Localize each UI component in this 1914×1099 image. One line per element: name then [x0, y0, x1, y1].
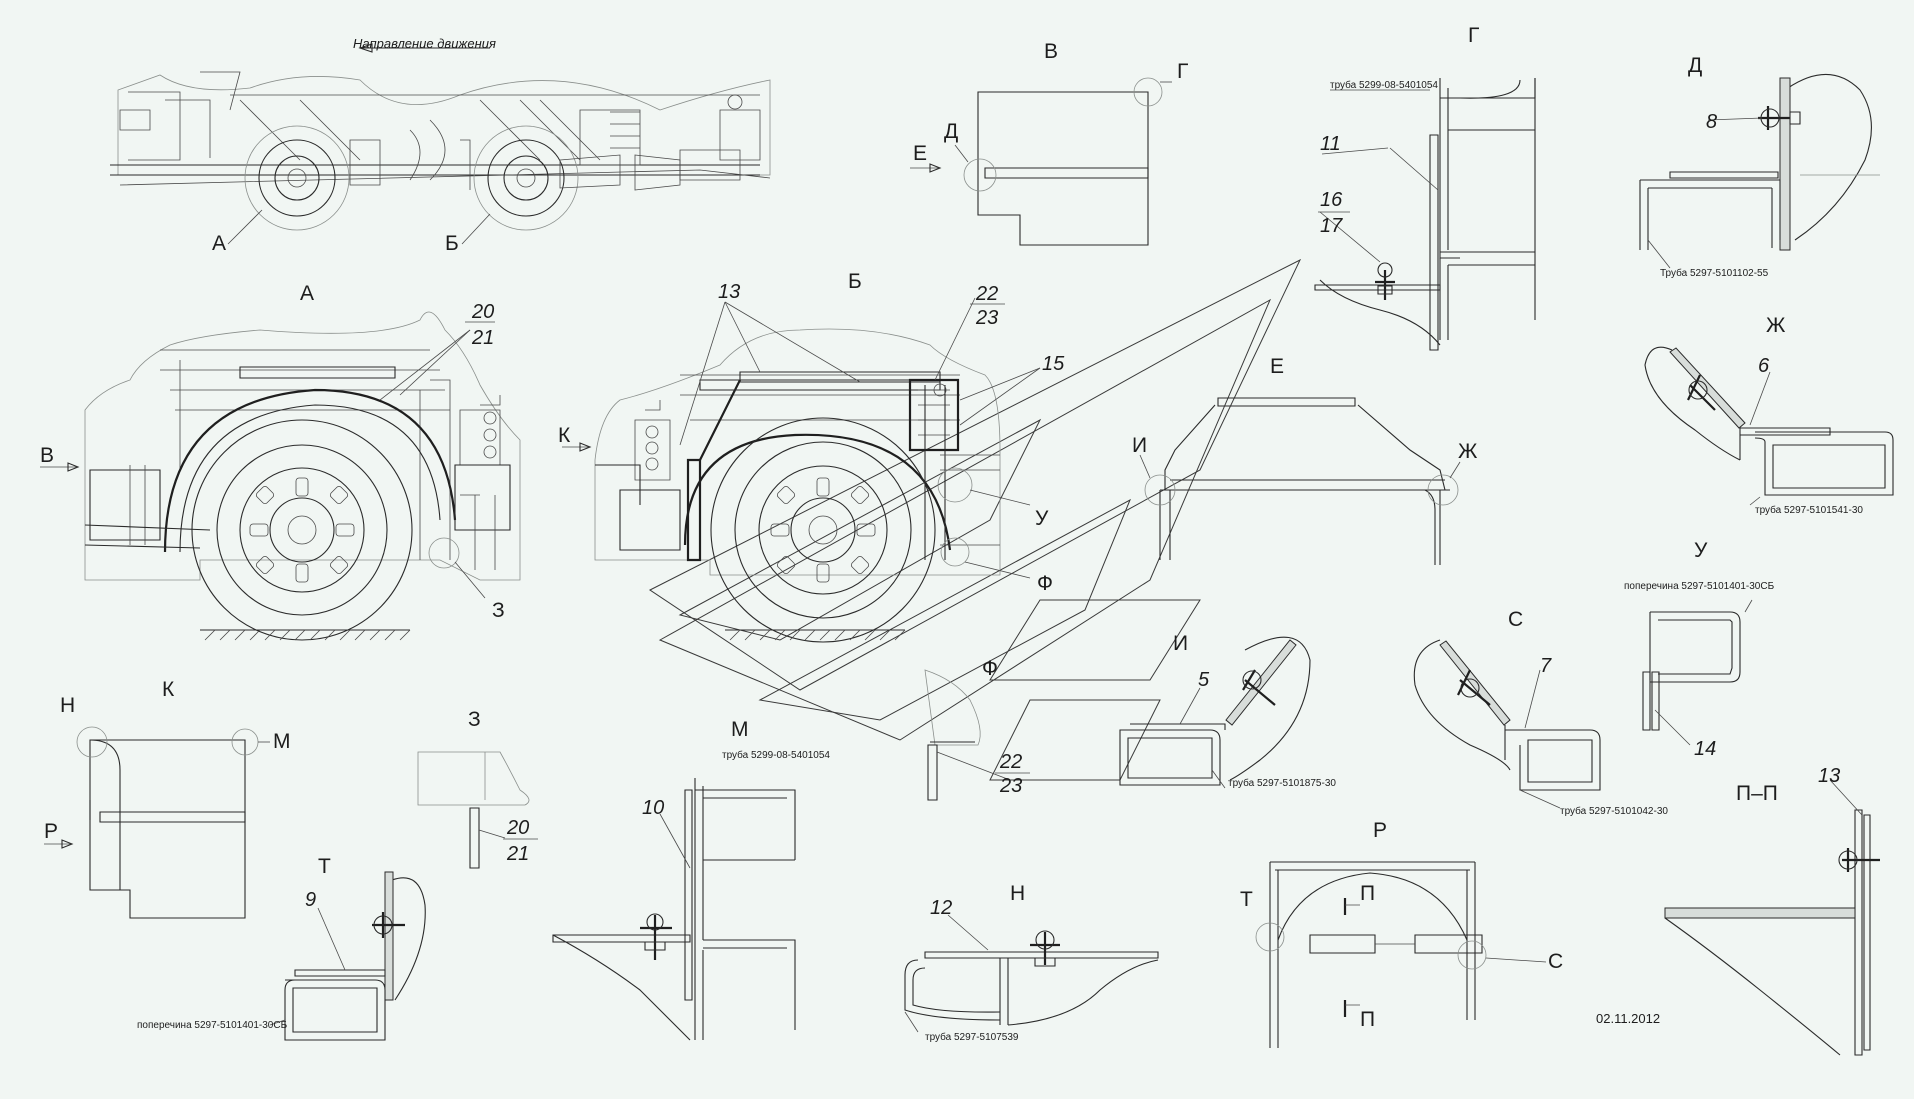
part-20-view-A: 20	[471, 301, 494, 323]
view-Z-title: З	[468, 708, 481, 731]
part-15-view-B: 15	[1042, 353, 1065, 375]
view-M-title: М	[731, 718, 749, 741]
view-K: К Н М Р	[44, 678, 291, 919]
label-B-callout: Б	[445, 232, 459, 255]
part-22-view-F: 22	[999, 751, 1022, 773]
part-20-view-Z: 20	[506, 817, 529, 839]
label-F-callout: Ф	[1037, 572, 1053, 595]
label-T-callout: Т	[1240, 888, 1253, 911]
part-7: 7	[1540, 655, 1552, 677]
view-F-title: Ф	[982, 657, 998, 680]
view-G-title: Г	[1468, 24, 1479, 47]
note-i-pipe: труба 5297-5101875-30	[1228, 777, 1336, 789]
view-E-title: Е	[1270, 355, 1284, 378]
note-u-cross: поперечина 5297-5101401-30СБ	[1624, 581, 1775, 592]
part-13-view-B: 13	[718, 281, 740, 303]
part-10: 10	[642, 797, 664, 819]
label-Zh-callout: Ж	[1458, 440, 1478, 463]
view-Zh-title: Ж	[1766, 314, 1786, 337]
view-I: И 5 труба 5297-5101875-30	[1119, 632, 1336, 789]
view-U: У поперечина 5297-5101401-30СБ 14	[1624, 539, 1775, 760]
view-E: Е И Ж	[1132, 355, 1478, 565]
direction-label: Направление движения	[353, 36, 496, 51]
view-N: Н 12 труба 5297-5107539	[904, 882, 1159, 1043]
part-9: 9	[305, 889, 316, 911]
label-Z-callout: З	[492, 599, 505, 622]
view-P-title: Р	[1373, 819, 1387, 842]
view-V: В Г Д Е	[910, 40, 1188, 246]
part-14: 14	[1694, 738, 1716, 760]
part-16: 16	[1320, 189, 1343, 211]
part-12: 12	[930, 897, 952, 919]
part-23-view-B: 23	[975, 307, 998, 329]
drawing-date: 02.11.2012	[1596, 1011, 1660, 1026]
note-n-pipe: труба 5297-5107539	[925, 1031, 1019, 1043]
note-s-pipe: труба 5297-5101042-30	[1560, 805, 1668, 817]
label-U-callout: У	[1035, 507, 1049, 530]
truck-side-overview: Направление движения А Б	[110, 36, 771, 255]
part-17: 17	[1320, 215, 1343, 237]
label-Pcut-top: П	[1360, 882, 1375, 905]
view-T-title: Т	[318, 855, 331, 878]
view-B: Б	[558, 270, 1065, 643]
note-m-pipe: труба 5299-08-5401054	[722, 749, 830, 761]
label-D-callout: Д	[944, 120, 958, 143]
view-U-title: У	[1694, 539, 1708, 562]
view-N-title: Н	[1010, 882, 1025, 905]
label-A-callout: А	[212, 232, 226, 255]
view-V-title: В	[1044, 40, 1058, 63]
label-Pcut-bottom: П	[1360, 1008, 1375, 1031]
view-D-title: Д	[1688, 54, 1702, 77]
note-t-cross: поперечина 5297-5101401-30СБ	[137, 1020, 288, 1031]
label-M-callout: М	[273, 730, 291, 753]
view-G: Г труба 5299-08-5401054 11 16 17	[1314, 24, 1536, 351]
view-A: А	[40, 282, 521, 641]
part-13-view-PP: 13	[1818, 765, 1840, 787]
part-8: 8	[1706, 111, 1717, 133]
label-P-arrow: Р	[44, 820, 58, 843]
view-I-title: И	[1173, 632, 1188, 655]
note-d-pipe: Труба 5297-5101102-55	[1660, 267, 1769, 279]
label-K-arrow: К	[558, 424, 571, 447]
view-A-title: А	[300, 282, 314, 305]
part-5: 5	[1198, 669, 1210, 691]
part-11: 11	[1320, 133, 1341, 155]
label-S-callout: С	[1548, 950, 1563, 973]
label-I-callout: И	[1132, 434, 1147, 457]
view-F: Ф 22 23	[924, 657, 1030, 801]
view-Z: З 20 21	[417, 708, 538, 869]
view-Zh: Ж 6 труба 5297-5101541-30	[1644, 314, 1894, 516]
view-T: Т 9 поперечина 5297-5101401-30СБ	[137, 855, 426, 1041]
view-S-title: С	[1508, 608, 1523, 631]
part-21-view-A: 21	[471, 327, 494, 349]
part-23-view-F: 23	[999, 775, 1022, 797]
view-S: С 7 труба 5297-5101042-30	[1413, 608, 1668, 817]
view-M: М труба 5299-08-5401054 10	[552, 718, 830, 1041]
label-V-arrow: В	[40, 444, 54, 467]
view-B-title: Б	[848, 270, 862, 293]
label-E-arrow: Е	[913, 142, 927, 165]
label-G-callout: Г	[1177, 60, 1188, 83]
view-P: Р П П Т С	[1240, 819, 1563, 1048]
part-21-view-Z: 21	[506, 843, 529, 865]
part-22-view-B: 22	[975, 283, 998, 305]
part-6: 6	[1758, 355, 1770, 377]
label-N-callout: Н	[60, 694, 75, 717]
note-zh-pipe: труба 5297-5101541-30	[1755, 504, 1863, 516]
view-PP-title: П–П	[1736, 782, 1778, 805]
view-K-title: К	[162, 678, 175, 701]
watermark-logo	[649, 258, 1302, 781]
view-PP: П–П 13	[1664, 765, 1880, 1056]
note-g-pipe: труба 5299-08-5401054	[1330, 79, 1438, 91]
view-D: Д 8 Труба 5297-5101102-55	[1639, 54, 1880, 279]
